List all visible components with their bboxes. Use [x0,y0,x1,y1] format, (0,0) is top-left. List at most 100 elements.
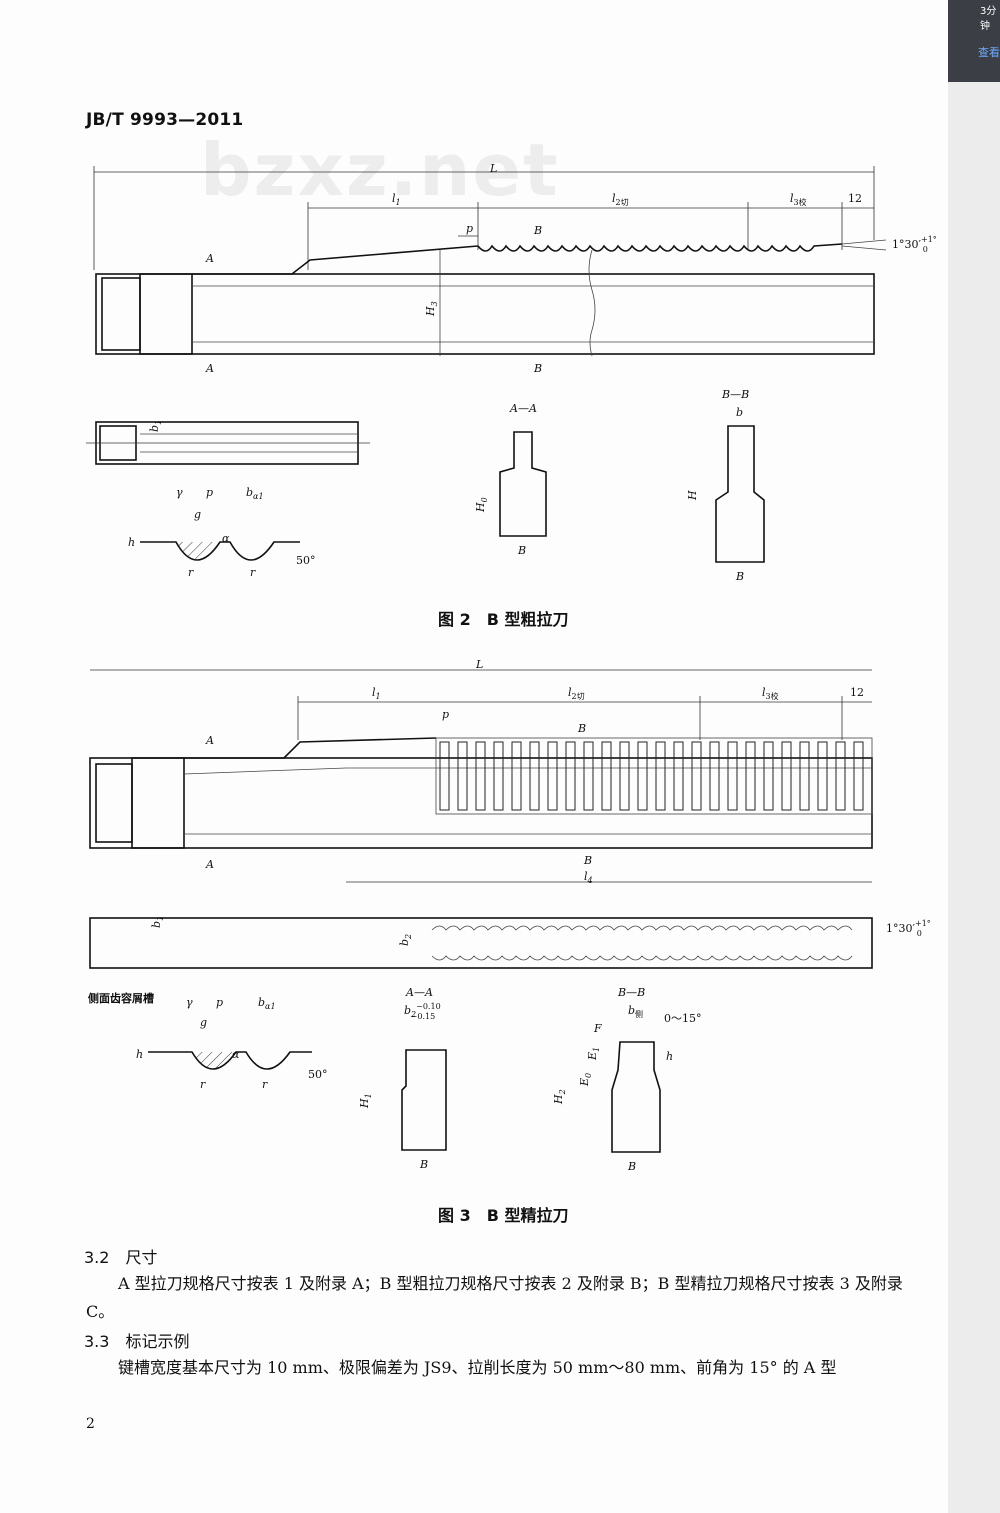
section3-A-bottom: A [205,858,214,871]
broach-tooth [799,741,810,811]
broach-tooth [763,741,774,811]
dim3-B-AA: B [419,1158,428,1171]
dim-b1: b1 [148,420,163,432]
section3-BB-title: B—B [617,986,645,999]
detail-h: h [128,536,135,549]
dim3-b-side: b侧 [628,1004,643,1019]
broach-tooth [691,741,702,811]
section-A-bottom: A [205,362,214,375]
dim-H-BB: H [686,490,699,501]
dim-H3: H3 [424,301,439,317]
widget-line1: 3分钟 [980,6,997,32]
side-groove-label: 侧面齿容屑槽 [88,991,154,1005]
dim3-range: 0～15° [664,1012,702,1025]
figure2-drawing: L l1 l2切 l3校 12 p 1°30′+1°0 H3 A A B B [86,162,937,583]
figure3-caption: 图 3 B 型精拉刀 [438,1206,569,1225]
viewer-sidebar [948,0,1000,1513]
section-A-top: A [205,252,214,265]
dim-L: L [489,162,497,175]
broach-tooth [601,741,612,811]
watermark: bzxz.net [200,128,560,212]
dim-l1: l1 [392,192,401,207]
detail-gamma: γ [176,486,183,499]
detail3-50deg: 50° [308,1068,328,1081]
dim3-b1: b1 [150,916,165,928]
angle-label: 1°30′+1°0 [892,235,937,254]
dim3-h-BB: h [666,1050,673,1063]
dim-l2: l2切 [612,192,629,207]
broach-tooth [511,741,522,811]
dim3-12: 12 [850,686,864,699]
dim3-l3: l3校 [762,686,779,701]
dim3-l1: l1 [372,686,381,701]
section-AA-title: A—A [509,402,537,415]
section-3-2-text: A 型拉刀规格尺寸按表 1 及附录 A；B 型粗拉刀规格尺寸按表 2 及附录 B… [86,1274,903,1321]
dim3-B-BB: B [627,1160,636,1173]
broach-tooth [475,741,486,811]
section3-AA-title: A—A [405,986,433,999]
dim3-l4: l4 [584,870,593,885]
dim-H0: H0 [474,497,489,513]
dim3-b2-AA: b2−0.10−0.15 [404,1002,441,1021]
dim3-l2: l2切 [568,686,585,701]
section3-A-top: A [205,734,214,747]
angle3-label: 1°30′+1°0 [886,919,931,938]
broach-tooth [547,741,558,811]
reading-widget[interactable]: 3分钟 查看 [948,0,1000,82]
widget-line2[interactable]: 查看 [978,46,1000,59]
broach-tooth [817,741,828,811]
standard-number: JB/T 9993—2011 [86,110,244,130]
dim3-H1: H1 [358,1093,373,1109]
detail-g: g [194,508,201,521]
dim-p: p [466,222,473,235]
section-3-3-text: 键槽宽度基本尺寸为 10 mm、极限偏差为 JS9、拉削长度为 50 mm～80… [86,1358,837,1377]
detail-r2: r [250,566,256,579]
section-B-bottom: B [533,362,542,375]
detail-50deg: 50° [296,554,316,567]
section-3-2-heading: 3.2 尺寸 [84,1248,158,1267]
figure3-drawing: L l1 l2切 l3校 12 p B l4 A A B b1 b2 1°30′… [88,658,931,1173]
section-BB-title: B—B [721,388,749,401]
broach-tooth [727,741,738,811]
section3-B-top: B [577,722,586,735]
dim3-H2: H2 [552,1089,567,1105]
broach-tooth [457,741,468,811]
finishing-teeth [435,737,873,815]
section-3-3-heading: 3.3 标记示例 [84,1332,190,1351]
section3-B-bottom: B [583,854,592,867]
detail-alpha: α [222,532,230,545]
dim3-E1: E1 [586,1047,601,1061]
dim3-F: F [593,1022,602,1035]
broach-tooth [655,741,666,811]
broach-tooth [709,741,720,811]
broach-tooth [853,741,864,811]
dim-B-BB: B [735,570,744,583]
detail-ba1: bα1 [246,486,264,501]
broach-tooth [439,741,450,811]
section-B-top: B [533,224,542,237]
page-number: 2 [86,1416,95,1432]
dim-12: 12 [848,192,862,205]
dim-b-BB: b [736,406,743,419]
detail3-alpha: α [232,1048,240,1061]
broach-tooth [781,741,792,811]
broach-tooth [565,741,576,811]
dim3-b2: b2 [398,934,413,946]
broach-tooth [835,741,846,811]
figure2-caption: 图 2 B 型粗拉刀 [438,610,569,629]
dim3-p: p [442,708,449,721]
broach-tooth [637,741,648,811]
detail3-ba1: bα1 [258,996,276,1011]
dim-B-AA: B [517,544,526,557]
detail3-r2: r [262,1078,268,1091]
detail-r1: r [188,566,194,579]
broach-tooth [529,741,540,811]
broach-tooth [673,741,684,811]
dim3-E0: E0 [578,1073,593,1087]
dim3-L: L [475,658,483,671]
dim-l3: l3校 [790,192,807,207]
broach-tooth [619,741,630,811]
detail3-h: h [136,1048,143,1061]
detail3-r1: r [200,1078,206,1091]
